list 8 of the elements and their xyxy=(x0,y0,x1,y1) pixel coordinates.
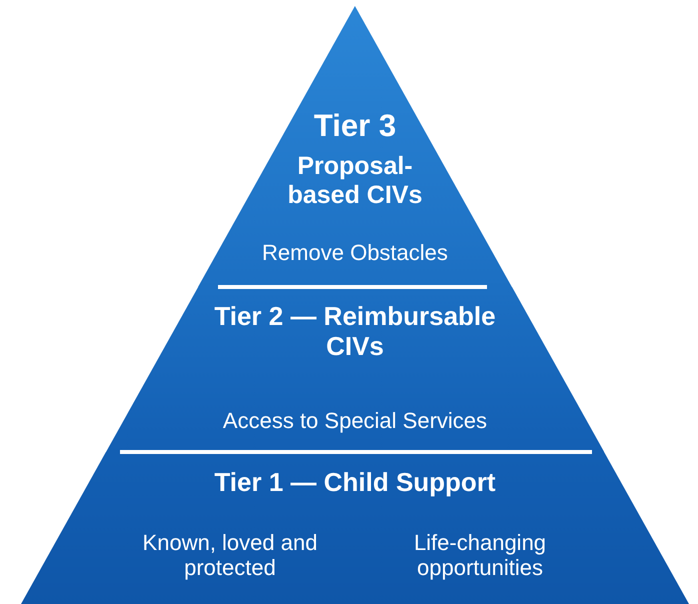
tier-heading: Tier 3 xyxy=(312,108,398,144)
tier-heading: Tier 1 — Child Support xyxy=(213,468,497,498)
tier-description: Remove Obstacles xyxy=(261,240,449,266)
tier-description: Access to Special Services xyxy=(222,408,488,434)
tier-description: Known, loved and protected xyxy=(142,530,318,581)
tier-title: Proposal-based CIVs xyxy=(286,152,424,210)
tier-description: Life-changing opportunities xyxy=(412,530,548,581)
tier-heading: Tier 2 — Reimbursable CIVs xyxy=(213,302,497,362)
